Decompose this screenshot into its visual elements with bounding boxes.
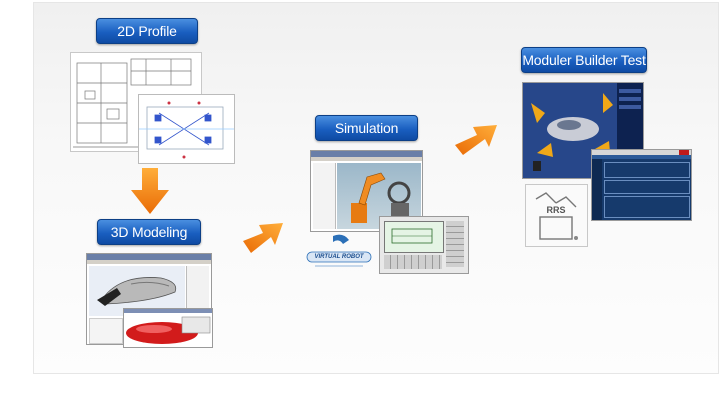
- 3d-modeling-render: [123, 308, 213, 348]
- stage-label-3d-modeling: 3D Modeling: [97, 219, 201, 245]
- virtual-robot-logo-text: VIRTUAL ROBOT: [314, 254, 364, 260]
- builder-control-window: [591, 149, 692, 221]
- virtual-robot-logo: VIRTUAL ROBOT: [303, 232, 375, 272]
- arrow-down-icon: [131, 168, 169, 214]
- rrs-logo-box: RRS: [525, 184, 588, 247]
- 3d-modeling-screenshot: [86, 253, 212, 345]
- stage-label-simulation: Simulation: [315, 115, 418, 141]
- simulation-screenshot: [310, 150, 423, 232]
- arrow-right-icon: [455, 125, 497, 155]
- stage-label-moduler-builder-test: Moduler Builder Test: [521, 47, 647, 73]
- arrow-right-icon: [243, 223, 283, 253]
- simulation-teach-pendant: [379, 216, 469, 274]
- stage-label-2d-profile: 2D Profile: [96, 18, 198, 44]
- rrs-logo-text: RRS: [546, 205, 566, 215]
- 2d-profile-layout: [138, 94, 235, 164]
